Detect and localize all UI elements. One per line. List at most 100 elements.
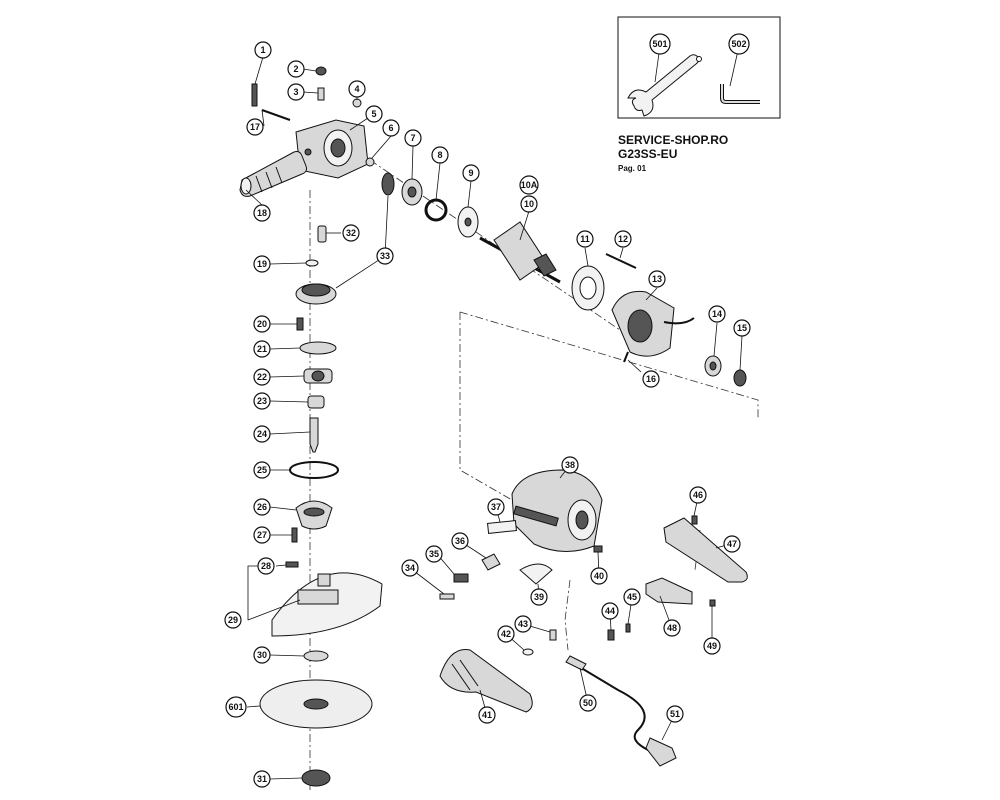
- svg-text:38: 38: [565, 460, 575, 470]
- svg-text:29: 29: [228, 615, 238, 625]
- spindle-parts: [289, 259, 339, 543]
- svg-text:50: 50: [583, 698, 593, 708]
- bevel-gear: [295, 283, 337, 305]
- rear-bearings: [704, 355, 747, 387]
- callout-30: 30: [253, 646, 271, 664]
- callout-25: 25: [253, 461, 271, 479]
- svg-text:10: 10: [524, 199, 534, 209]
- accessory-box: [617, 16, 781, 119]
- callout-8: 8: [431, 146, 449, 164]
- callout-12: 12: [614, 230, 632, 248]
- svg-text:2: 2: [293, 64, 298, 74]
- callout-10: 10: [520, 195, 538, 213]
- callout-1: 1: [254, 41, 272, 59]
- callout-29: 29: [224, 611, 242, 629]
- svg-text:49: 49: [707, 641, 717, 651]
- callout-35: 35: [425, 545, 443, 563]
- callout-41: 41: [478, 706, 496, 724]
- svg-text:20: 20: [257, 319, 267, 329]
- svg-text:18: 18: [257, 208, 267, 218]
- callout-34: 34: [401, 559, 419, 577]
- side-handle: [239, 151, 307, 197]
- svg-text:27: 27: [257, 530, 267, 540]
- svg-text:11: 11: [580, 234, 590, 244]
- svg-text:46: 46: [693, 490, 703, 500]
- svg-text:601: 601: [228, 702, 243, 712]
- svg-text:21: 21: [257, 344, 267, 354]
- callout-20: 20: [253, 315, 271, 333]
- svg-text:28: 28: [261, 561, 271, 571]
- wheel-guard: [271, 561, 383, 637]
- svg-text:40: 40: [594, 571, 604, 581]
- callout-19: 19: [253, 255, 271, 273]
- housing-small-parts: [439, 520, 603, 600]
- svg-text:44: 44: [605, 606, 615, 616]
- callout-3: 3: [287, 83, 305, 101]
- svg-text:23: 23: [257, 396, 267, 406]
- pinion-gear: [381, 172, 395, 196]
- svg-text:51: 51: [670, 709, 680, 719]
- callout-46: 46: [689, 486, 707, 504]
- callout-5: 5: [365, 105, 383, 123]
- callout-22: 22: [253, 368, 271, 386]
- callout-32: 32: [342, 224, 360, 242]
- svg-text:13: 13: [652, 274, 662, 284]
- svg-text:3: 3: [293, 87, 298, 97]
- callout-31: 31: [253, 770, 271, 788]
- svg-text:502: 502: [731, 39, 746, 49]
- callout-23: 23: [253, 392, 271, 410]
- svg-text:34: 34: [405, 563, 415, 573]
- callout-28: 28: [257, 557, 275, 575]
- callout-36: 36: [451, 532, 469, 550]
- callout-39: 39: [530, 588, 548, 606]
- cord-parts: [522, 623, 677, 767]
- svg-text:12: 12: [618, 234, 628, 244]
- svg-text:41: 41: [482, 710, 492, 720]
- svg-text:33: 33: [380, 251, 390, 261]
- callout-45: 45: [623, 588, 641, 606]
- page-number: Pag. 01: [618, 164, 647, 173]
- fan-baffle: [571, 265, 605, 311]
- shop-name: SERVICE-SHOP.RO: [618, 133, 728, 147]
- switch: [645, 577, 716, 607]
- callout-6: 6: [382, 119, 400, 137]
- svg-text:39: 39: [534, 592, 544, 602]
- svg-text:24: 24: [257, 429, 267, 439]
- callout-37: 37: [487, 498, 505, 516]
- callout-40: 40: [590, 567, 608, 585]
- callout-502: 502: [728, 33, 750, 55]
- svg-text:7: 7: [410, 133, 415, 143]
- armature: [479, 221, 561, 284]
- model-name: G23SS-EU: [618, 147, 677, 161]
- callout-9: 9: [462, 164, 480, 182]
- callout-16: 16: [642, 370, 660, 388]
- svg-text:47: 47: [727, 539, 737, 549]
- svg-text:45: 45: [627, 592, 637, 602]
- callout-15: 15: [733, 319, 751, 337]
- svg-text:42: 42: [501, 629, 511, 639]
- callouts: 1 2 3 4 5 6 7 8 9 10A 10 11 12 13 14 15 …: [224, 33, 751, 788]
- svg-text:15: 15: [737, 323, 747, 333]
- handle-cover: [663, 515, 748, 583]
- callout-17: 17: [246, 118, 264, 136]
- spanner-wrench: [627, 54, 700, 117]
- svg-text:26: 26: [257, 502, 267, 512]
- rear-handle: [439, 649, 533, 713]
- svg-text:36: 36: [455, 536, 465, 546]
- callout-601: 601: [225, 696, 247, 718]
- callout-14: 14: [708, 305, 726, 323]
- callout-42: 42: [497, 625, 515, 643]
- callout-26: 26: [253, 498, 271, 516]
- svg-text:9: 9: [468, 168, 473, 178]
- svg-text:25: 25: [257, 465, 267, 475]
- svg-text:48: 48: [667, 623, 677, 633]
- callout-48: 48: [663, 619, 681, 637]
- svg-text:22: 22: [257, 372, 267, 382]
- svg-text:16: 16: [646, 374, 656, 384]
- callout-7: 7: [404, 129, 422, 147]
- callout-43: 43: [514, 615, 532, 633]
- callout-18: 18: [253, 204, 271, 222]
- svg-text:501: 501: [652, 39, 667, 49]
- callout-50: 50: [579, 694, 597, 712]
